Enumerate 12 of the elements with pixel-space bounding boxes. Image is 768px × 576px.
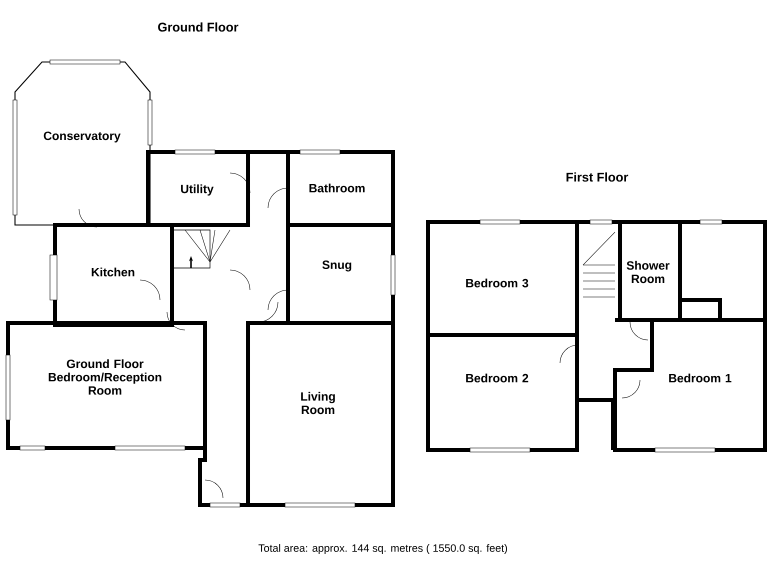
floor-heading: First Floor — [566, 172, 628, 182]
room: Shower Room — [618, 220, 682, 322]
room: Bedroom 3 — [426, 220, 579, 337]
floor-heading: Ground Floor — [158, 22, 238, 32]
room: Snug — [286, 223, 395, 325]
room: Bedroom 2 — [426, 333, 579, 452]
caption: Total area: approx. 144 sq. metres ( 1550.0 sq. feet) — [258, 544, 508, 554]
room: Utility — [146, 150, 250, 227]
room: Living Room — [246, 321, 395, 507]
room: Bedroom 1 — [613, 318, 767, 452]
room: Kitchen — [53, 223, 174, 327]
room: Bathroom — [286, 150, 395, 227]
